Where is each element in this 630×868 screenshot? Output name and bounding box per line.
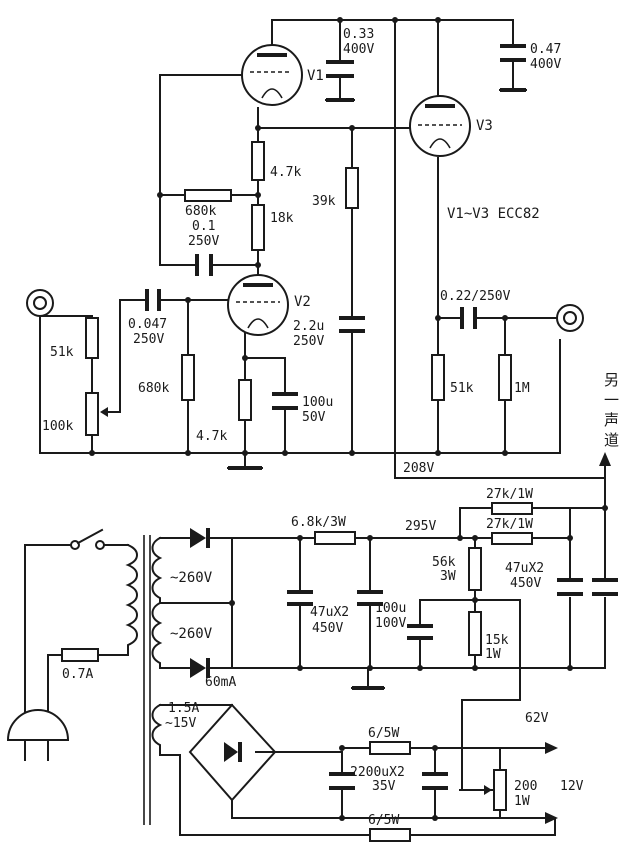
label-c-2200ux2-voltage: 35V bbox=[372, 779, 396, 794]
label-r-6-5w-top: 6/5W bbox=[368, 726, 399, 741]
label-pot-200: 200 bbox=[514, 779, 537, 794]
label-fuse: 0.7A bbox=[62, 667, 93, 682]
pot-wipers bbox=[100, 407, 493, 795]
label-c-47ux2-right: 47uX2 bbox=[505, 561, 544, 576]
label-c-100u-supply: 100u bbox=[375, 601, 406, 616]
label-other-channel: 另一声道 bbox=[604, 371, 619, 449]
label-c-100u-supply-voltage: 100V bbox=[375, 616, 406, 631]
label-secondary-260b: ~260V bbox=[170, 626, 213, 642]
label-r-51k-output: 51k bbox=[450, 381, 474, 396]
tube-v2 bbox=[227, 274, 289, 336]
label-r-68k-3w: 6.8k/3W bbox=[291, 515, 346, 530]
label-r-4k7-top: 4.7k bbox=[270, 165, 301, 180]
transformer bbox=[125, 535, 163, 825]
wiring bbox=[24, 19, 606, 836]
label-tube-type: V1~V3 ECC82 bbox=[447, 206, 540, 222]
output-arrows bbox=[545, 452, 611, 824]
labels: 0.33 400V 0.47 400V V1 V3 V2 V1~V3 ECC82… bbox=[42, 27, 619, 828]
label-r-51k-input: 51k bbox=[50, 345, 74, 360]
label-voltage-208: 208V bbox=[403, 461, 434, 476]
label-r-6-5w-bottom: 6/5W bbox=[368, 813, 399, 828]
label-c-0047-voltage: 250V bbox=[133, 332, 164, 347]
label-voltage-12: 12V bbox=[560, 779, 584, 794]
label-pot-200-watt: 1W bbox=[514, 794, 530, 809]
label-r-56k-watt: 3W bbox=[440, 569, 456, 584]
tube-v3 bbox=[409, 95, 471, 157]
junction-dots bbox=[89, 17, 608, 821]
label-r-15k: 15k bbox=[485, 633, 509, 648]
label-c-033-voltage: 400V bbox=[343, 42, 374, 57]
bridge-rectifier bbox=[188, 703, 277, 802]
label-c-47ux2-right-voltage: 450V bbox=[510, 576, 541, 591]
label-c-100u-voltage: 50V bbox=[302, 410, 326, 425]
label-voltage-295: 295V bbox=[405, 519, 436, 534]
label-c-47ux2-left-voltage: 450V bbox=[312, 621, 343, 636]
label-r-56k: 56k bbox=[432, 555, 456, 570]
label-pot-100k: 100k bbox=[42, 419, 73, 434]
label-tube-v1: V1 bbox=[307, 68, 324, 84]
mains-plug bbox=[6, 709, 70, 761]
label-secondary-15v: ~15V bbox=[165, 716, 196, 731]
label-voltage-62: 62V bbox=[525, 711, 549, 726]
label-r-680k-feedback: 680k bbox=[185, 204, 216, 219]
label-r-4k7-cathode: 4.7k bbox=[196, 429, 227, 444]
output-jack bbox=[556, 304, 584, 332]
power-switch bbox=[70, 528, 105, 550]
label-c-047-voltage: 400V bbox=[530, 57, 561, 72]
label-c-01-voltage: 250V bbox=[188, 234, 219, 249]
input-jack bbox=[26, 289, 54, 317]
label-c-output: 0.22/250V bbox=[440, 289, 511, 304]
label-c-033: 0.33 bbox=[343, 27, 374, 42]
label-r-27k-b: 27k/1W bbox=[486, 517, 533, 532]
label-c-100u: 100u bbox=[302, 395, 333, 410]
label-tube-v3: V3 bbox=[476, 118, 493, 134]
diodes bbox=[190, 528, 210, 678]
label-r-15k-watt: 1W bbox=[485, 647, 501, 662]
label-c-22u-voltage: 250V bbox=[293, 334, 324, 349]
resistors bbox=[61, 141, 533, 842]
label-secondary-260a: ~260V bbox=[170, 570, 213, 586]
label-c-2200ux2: 2200uX2 bbox=[350, 765, 405, 780]
label-tube-v2: V2 bbox=[294, 294, 311, 310]
label-c-01: 0.1 bbox=[192, 219, 215, 234]
label-r-1m: 1M bbox=[514, 381, 530, 396]
label-c-22u: 2.2u bbox=[293, 319, 324, 334]
label-r-39k: 39k bbox=[312, 194, 336, 209]
label-secondary-60ma: 60mA bbox=[205, 675, 236, 690]
label-r-18k: 18k bbox=[270, 211, 294, 226]
tube-v1 bbox=[241, 44, 303, 106]
label-secondary-15a: 1.5A bbox=[168, 701, 199, 716]
label-r-680k-grid: 680k bbox=[138, 381, 169, 396]
ground-symbols bbox=[228, 88, 526, 690]
label-c-0047: 0.047 bbox=[128, 317, 167, 332]
label-c-047: 0.47 bbox=[530, 42, 561, 57]
capacitors bbox=[145, 44, 618, 790]
label-c-47ux2-left: 47uX2 bbox=[310, 605, 349, 620]
label-r-27k-a: 27k/1W bbox=[486, 487, 533, 502]
